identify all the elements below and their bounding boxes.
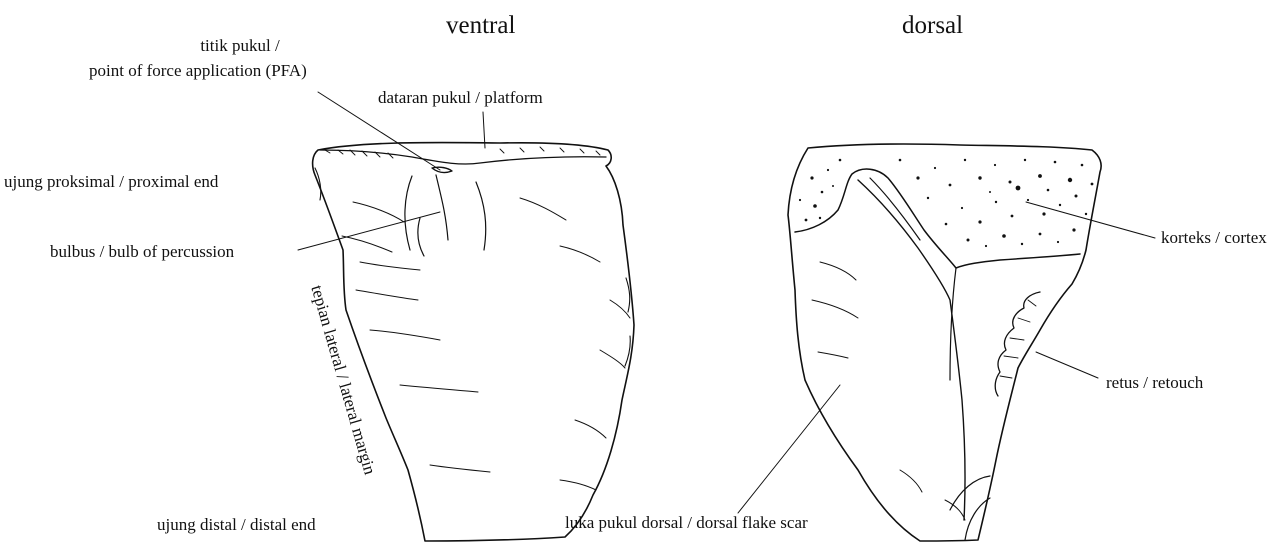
dorsal-cortex-boundary	[795, 169, 1080, 268]
leader-retouch	[1036, 352, 1098, 378]
leader-bulb	[298, 212, 440, 250]
label-bulb: bulbus / bulb of percussion	[50, 242, 234, 262]
ventral-pfa-notch	[432, 167, 452, 172]
dorsal-distal-patch	[950, 476, 990, 540]
label-retouch: retus / retouch	[1106, 373, 1203, 393]
leader-dorsal-scar	[738, 385, 840, 513]
ventral-platform-hatch	[325, 147, 600, 158]
dorsal-retouch	[995, 292, 1040, 396]
cortex-stipple	[799, 159, 1094, 247]
ventral-bulb-curves	[405, 175, 486, 256]
dorsal-ridge-2	[870, 178, 956, 380]
leader-cortex	[1026, 202, 1155, 238]
dorsal-ridge	[858, 180, 965, 520]
view-title-ventral: ventral	[446, 12, 515, 40]
dorsal-outline	[788, 144, 1101, 541]
label-pfa-line1: titik pukul /	[140, 36, 340, 56]
leader-lines	[298, 92, 1155, 513]
label-cortex: korteks / cortex	[1161, 228, 1267, 248]
label-pfa-line2: point of force application (PFA)	[89, 61, 307, 81]
dorsal-flake	[788, 144, 1101, 541]
ventral-ripples	[342, 198, 630, 490]
ventral-edge-scars	[315, 168, 630, 366]
view-title-dorsal: dorsal	[902, 12, 963, 40]
label-distal-end: ujung distal / distal end	[157, 515, 316, 535]
label-platform: dataran pukul / platform	[378, 88, 543, 108]
label-dorsal-scar: luka pukul dorsal / dorsal flake scar	[565, 513, 808, 533]
label-proximal-end: ujung proksimal / proximal end	[4, 172, 218, 192]
